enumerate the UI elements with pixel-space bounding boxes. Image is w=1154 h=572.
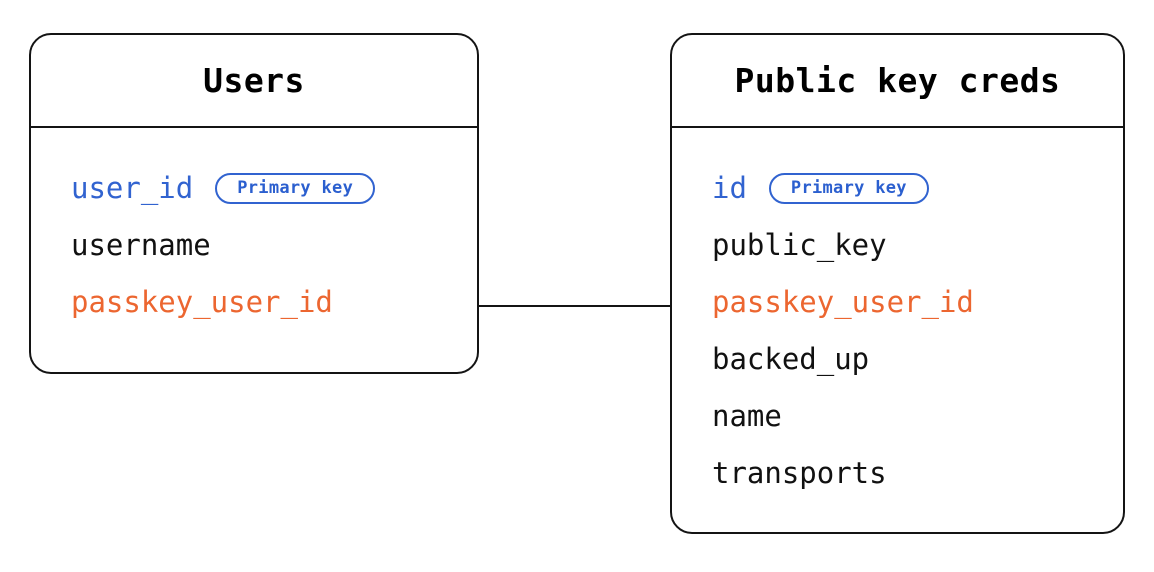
entity-public-key-creds-title: Public key creds [734, 61, 1061, 100]
entity-users-title: Users [203, 61, 305, 100]
field-name-public-key: public_key [712, 228, 887, 262]
entity-users-field-list: user_id Primary key username passkey_use… [31, 128, 477, 331]
field-name-passkey-user-id: passkey_user_id [71, 285, 333, 319]
primary-key-badge: Primary key [768, 173, 929, 204]
entity-users-header: Users [31, 35, 477, 128]
field-row[interactable]: transports [672, 445, 1123, 502]
field-name-username: username [71, 228, 211, 262]
entity-public-key-creds-header: Public key creds [672, 35, 1123, 128]
field-name-user-id: user_id [71, 171, 194, 205]
field-name-backed-up: backed_up [712, 342, 870, 376]
field-name-name: name [712, 399, 782, 433]
field-row[interactable]: backed_up [672, 331, 1123, 388]
field-name-transports: transports [712, 456, 887, 490]
field-row[interactable]: username [31, 217, 477, 274]
entity-public-key-creds-field-list: id Primary key public_key passkey_user_i… [672, 128, 1123, 502]
primary-key-badge-label: Primary key [237, 178, 354, 198]
field-row[interactable]: id Primary key [672, 160, 1123, 217]
entity-public-key-creds[interactable]: Public key creds id Primary key public_k… [670, 33, 1125, 534]
field-row[interactable]: passkey_user_id [672, 274, 1123, 331]
field-row[interactable]: public_key [672, 217, 1123, 274]
entity-users[interactable]: Users user_id Primary key username passk… [29, 33, 479, 374]
field-row[interactable]: passkey_user_id [31, 274, 477, 331]
relationship-connector-line [479, 305, 670, 307]
primary-key-badge-label: Primary key [790, 178, 907, 198]
field-name-passkey-user-id: passkey_user_id [712, 285, 974, 319]
primary-key-badge: Primary key [215, 173, 376, 204]
field-row[interactable]: user_id Primary key [31, 160, 477, 217]
field-row[interactable]: name [672, 388, 1123, 445]
field-name-id: id [712, 171, 747, 205]
